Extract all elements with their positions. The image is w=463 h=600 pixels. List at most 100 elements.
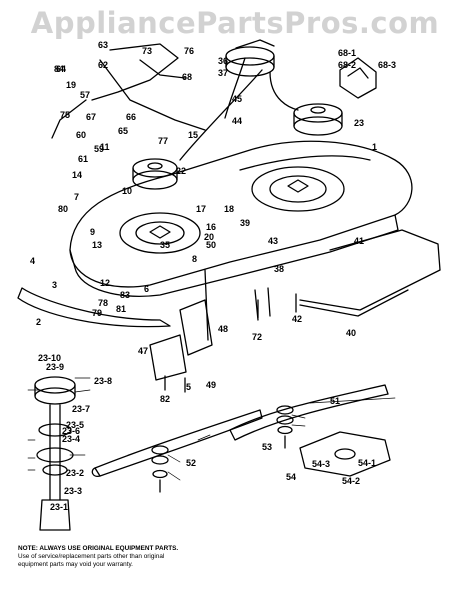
callout-45: 45	[232, 94, 242, 104]
callout-36: 36	[218, 56, 228, 66]
callout-49: 49	[206, 380, 216, 390]
callout-62: 62	[98, 60, 108, 70]
lift-shaft	[329, 229, 441, 271]
callout-68-1: 68-1	[338, 48, 356, 58]
callout-54-3: 54-3	[312, 459, 330, 469]
callout-75: 75	[60, 110, 70, 120]
warranty-note: NOTE: ALWAYS USE ORIGINAL EQUIPMENT PART…	[18, 545, 318, 569]
blade-left	[94, 409, 263, 477]
callout-14: 14	[72, 170, 82, 180]
callout-73: 73	[142, 46, 152, 56]
callout-23-2: 23-2	[66, 468, 84, 478]
callout-19: 19	[66, 80, 76, 90]
bracket-68	[339, 57, 377, 99]
callout-10: 10	[122, 186, 132, 196]
callout-23-8: 23-8	[94, 376, 112, 386]
callout-50: 50	[206, 240, 216, 250]
callout-60: 60	[76, 130, 86, 140]
callout-78: 78	[98, 298, 108, 308]
callout-68: 68	[182, 72, 192, 82]
callout-15: 15	[188, 130, 198, 140]
callout-47: 47	[138, 346, 148, 356]
callout-35: 35	[160, 240, 170, 250]
callout-7: 7	[74, 192, 79, 202]
callout-57: 57	[80, 90, 90, 100]
deck-skirt	[69, 214, 399, 297]
callout-5: 5	[186, 382, 191, 392]
callout-2: 2	[36, 317, 41, 327]
callout-54-2: 54-2	[342, 476, 360, 486]
callout-23-6: 23-6	[62, 426, 80, 436]
lift-arm-40	[299, 269, 441, 311]
blade-adapter-54	[299, 431, 391, 477]
callout-23-4: 23-4	[62, 434, 80, 444]
callout-63: 63	[98, 40, 108, 50]
callout-64: 64	[56, 64, 66, 74]
callout-68-2: 68-2	[338, 60, 356, 70]
callout-4: 4	[30, 256, 35, 266]
deck-housing	[69, 140, 413, 288]
callout-68-3: 68-3	[378, 60, 396, 70]
callout-9: 9	[90, 227, 95, 237]
callout-59: 59	[94, 144, 104, 154]
callout-67: 67	[86, 112, 96, 122]
blade-right	[229, 384, 389, 441]
callout-77: 77	[158, 136, 168, 146]
callout-66: 66	[126, 112, 136, 122]
callout-54-1: 54-1	[358, 458, 376, 468]
callout-20: 20	[204, 232, 214, 242]
callout-23: 23	[354, 118, 364, 128]
spindle-housing	[39, 499, 71, 531]
callout-18: 18	[224, 204, 234, 214]
callout-12: 12	[100, 278, 110, 288]
callout-72: 72	[252, 332, 262, 342]
callout-80: 80	[58, 204, 68, 214]
callout-17: 17	[196, 204, 206, 214]
callout-38: 38	[274, 264, 284, 274]
note-line-1: Use of service/replacement parts other t…	[18, 553, 165, 560]
callout-39: 39	[240, 218, 250, 228]
watermark: AppliancePartsPros.com	[30, 6, 440, 40]
hanger-linkage	[91, 43, 179, 101]
callout-23-3: 23-3	[64, 486, 82, 496]
callout-52: 52	[186, 458, 196, 468]
callout-11: 11	[100, 142, 110, 152]
callout-16: 16	[206, 222, 216, 232]
callout-13: 13	[92, 240, 102, 250]
callout-37: 37	[218, 68, 228, 78]
drive-belt	[179, 57, 299, 161]
callout-48: 48	[218, 324, 228, 334]
callout-22: 22	[176, 166, 186, 176]
hanger-plate-48	[179, 299, 213, 356]
note-line-2: equipment parts may void your warranty.	[18, 561, 133, 568]
left-spindle-well	[119, 212, 201, 254]
left-deck-pulley	[132, 158, 178, 178]
callout-76: 76	[184, 46, 194, 56]
right-spindle-well	[251, 166, 345, 212]
callout-51: 51	[330, 396, 340, 406]
callout-53: 53	[262, 442, 272, 452]
callout-83: 83	[120, 290, 130, 300]
spindle-shaft	[49, 404, 61, 501]
callout-54: 54	[286, 472, 296, 482]
callout-82: 82	[160, 394, 170, 404]
callout-61: 61	[78, 154, 88, 164]
callout-1: 1	[372, 142, 377, 152]
center-pulley	[225, 46, 275, 66]
callout-65: 65	[118, 126, 128, 136]
callout-23-9: 23-9	[46, 362, 64, 372]
callout-42: 42	[292, 314, 302, 324]
callout-8: 8	[192, 254, 197, 264]
front-bumper	[17, 287, 171, 328]
callout-41: 41	[354, 236, 364, 246]
callout-23-1: 23-1	[50, 502, 68, 512]
callout-23-5: 23-5	[66, 420, 84, 430]
callout-23-7: 23-7	[72, 404, 90, 414]
hanger-plate-47	[149, 334, 187, 381]
callout-23-10: 23-10	[38, 353, 61, 363]
callout-44: 44	[232, 116, 242, 126]
note-heading: NOTE: ALWAYS USE ORIGINAL EQUIPMENT PART…	[18, 545, 179, 552]
